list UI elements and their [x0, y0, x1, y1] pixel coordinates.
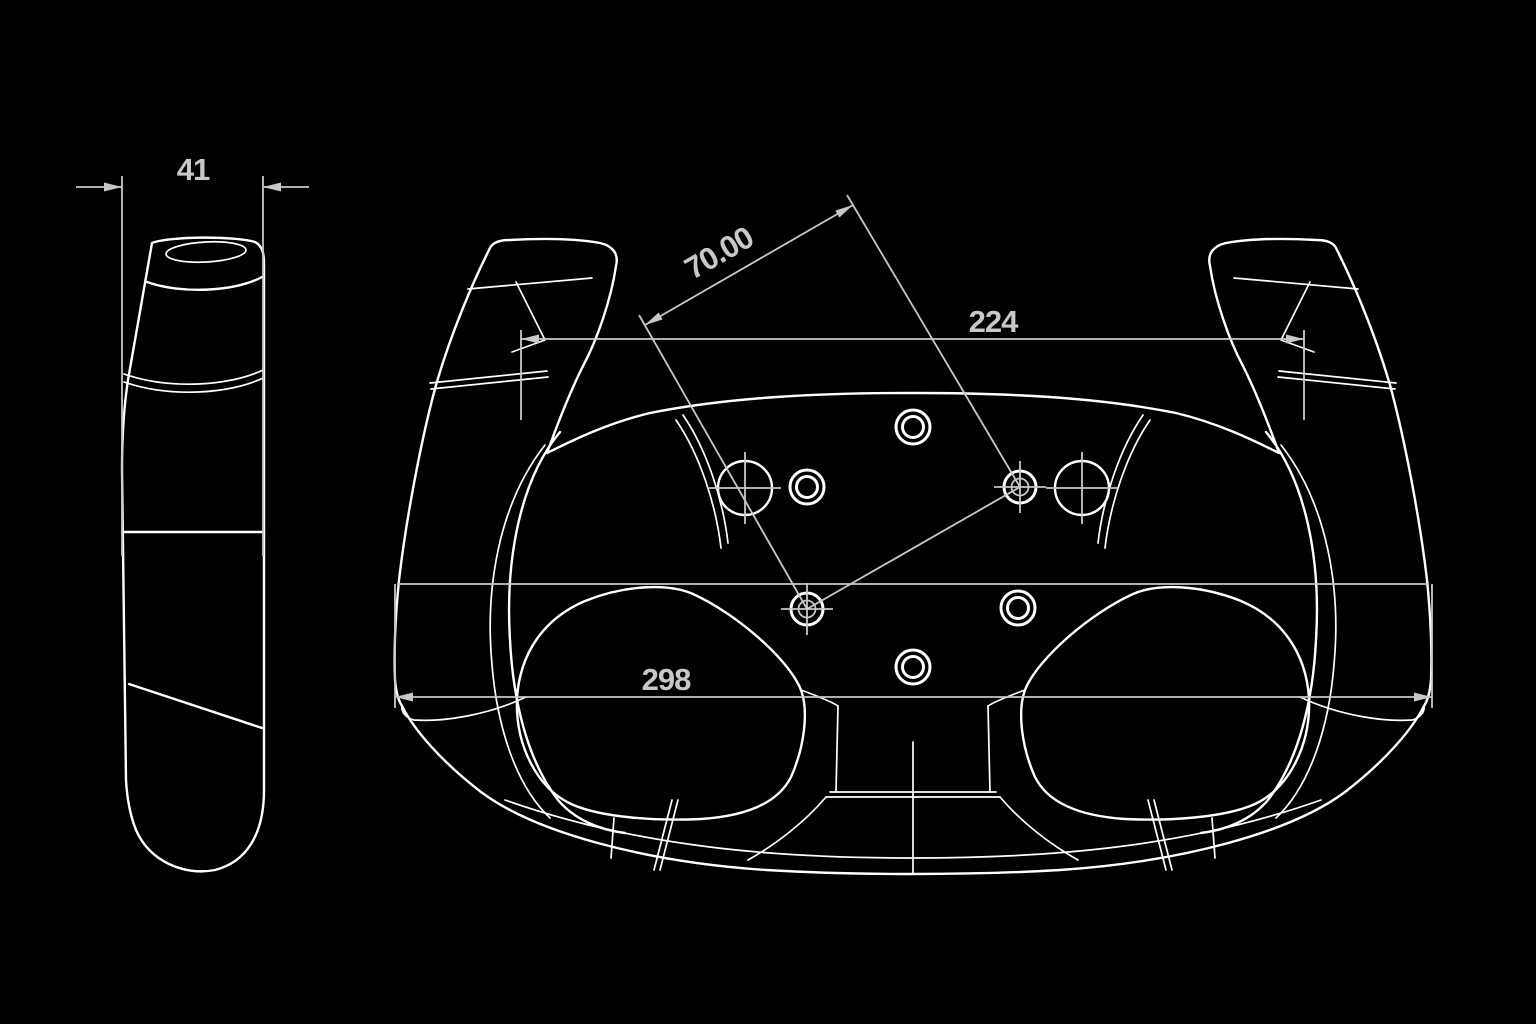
bolt-hole-right	[999, 589, 1037, 627]
side-view-outline	[120, 236, 266, 873]
right-spoke-seam	[1277, 376, 1396, 390]
bottom-seam-right	[1147, 799, 1167, 871]
centerline-cross	[709, 452, 781, 524]
right-grip-inner-edge	[1199, 430, 1319, 835]
arrowhead	[263, 182, 281, 192]
side-seam-lower	[123, 377, 264, 394]
extension-line	[846, 194, 1021, 488]
bottom-seam-left	[659, 799, 679, 871]
side-top-cap	[165, 240, 247, 264]
left-hub-seam	[675, 419, 722, 549]
side-diagonal-seam	[127, 682, 264, 730]
left-edge-pocket	[401, 696, 527, 722]
left-hub-seam	[682, 414, 729, 544]
connector-top-corner-left	[800, 689, 839, 707]
right-spoke-seam	[1278, 370, 1397, 384]
arrowhead	[835, 205, 853, 218]
left-grip-inner-edge	[507, 430, 627, 835]
connector-left-edge	[835, 705, 839, 793]
right-edge-pocket	[1299, 696, 1425, 722]
bottom-seam-left	[653, 799, 673, 871]
side-view	[120, 236, 266, 873]
dimension-70: 70.00	[638, 194, 1021, 610]
left-horn-paddle-edge	[511, 281, 546, 353]
side-top-rim-line	[145, 275, 264, 291]
dimension-line	[644, 204, 854, 326]
dimension-70-label: 70.00	[679, 220, 759, 287]
right-grip-rim-seam	[1275, 444, 1337, 819]
connector-top-corner-right	[987, 689, 1026, 707]
right-hub-seam	[1097, 414, 1144, 544]
dimension-224: 224	[520, 304, 1305, 420]
arrowhead	[395, 692, 413, 702]
dimension-41: 41	[76, 152, 309, 556]
connector-flare-right	[999, 796, 1079, 861]
arrowhead	[1286, 334, 1304, 344]
button-hole-right	[1046, 452, 1118, 524]
front-view	[393, 237, 1433, 876]
bottom-panel-edge-right	[1211, 817, 1216, 859]
bottom-panel-edge-left	[610, 817, 615, 859]
centerline-cross	[1046, 452, 1118, 524]
wheel-outline	[393, 237, 1433, 876]
hole-connecting-line	[806, 486, 1021, 610]
dimension-298-label: 298	[642, 662, 691, 697]
left-grip-rim-seam	[489, 444, 551, 819]
button-hole-left	[709, 452, 781, 524]
bolt-hole-left	[788, 468, 826, 506]
bolt-hole-top	[894, 408, 932, 446]
bolt-hole-bottom	[894, 648, 932, 686]
left-spoke-seam	[430, 376, 549, 390]
left-grip-pad	[515, 585, 807, 821]
dimension-298: 298	[394, 584, 1433, 708]
left-spoke-seam	[429, 370, 548, 384]
dimension-41-label: 41	[177, 152, 210, 187]
bottom-band-seam	[504, 799, 1322, 859]
connector-flare-left	[747, 796, 827, 861]
arrowhead	[645, 312, 663, 325]
arrowhead	[521, 334, 539, 344]
arrowhead	[1414, 692, 1432, 702]
right-horn-paddle-edge	[1280, 281, 1315, 353]
dimension-224-label: 224	[969, 304, 1019, 339]
right-hub-seam	[1104, 419, 1151, 549]
right-horn-crease	[1233, 277, 1359, 290]
left-horn-crease	[467, 277, 593, 290]
extension-line	[638, 314, 808, 610]
arrowhead	[104, 182, 122, 192]
right-grip-pad	[1019, 585, 1311, 821]
bottom-seam-right	[1153, 799, 1173, 871]
connector-right-edge	[987, 705, 991, 793]
side-seam-upper	[123, 369, 264, 386]
